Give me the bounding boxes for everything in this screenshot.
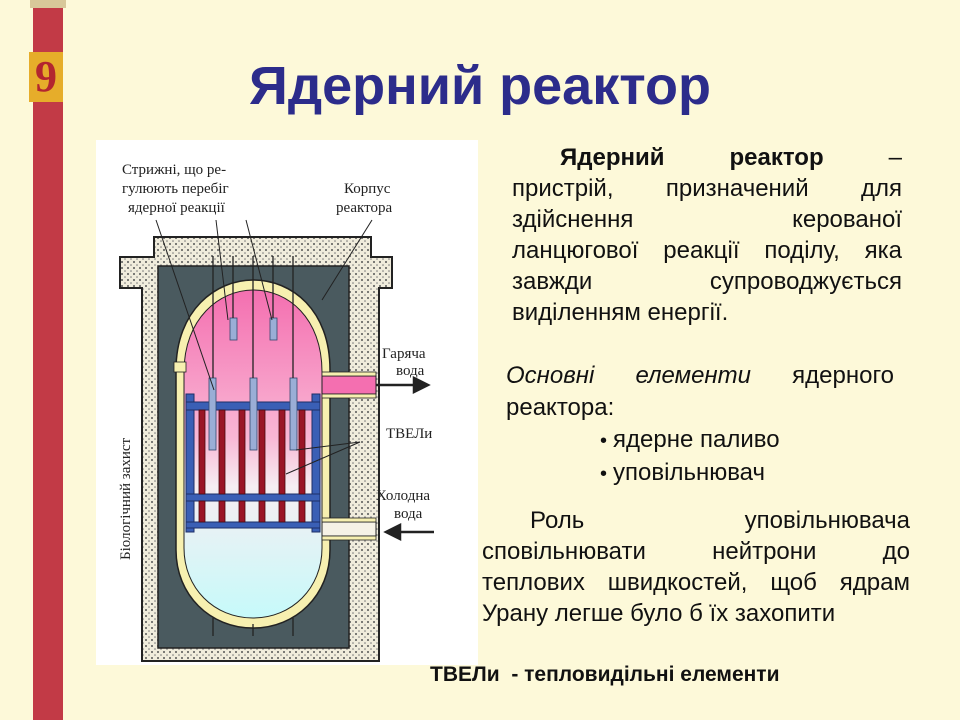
label-control-rods-3: ядерної реакції (128, 200, 226, 216)
role-block: Роль уповільнювача сповільнювати нейтрон… (482, 505, 910, 629)
label-hot-water-2: вода (396, 363, 425, 379)
slide-title: Ядерний реактор (249, 56, 711, 116)
definition-line-4: завжди супроводжується (512, 268, 902, 295)
slide-number-badge: 9 (29, 52, 63, 102)
decorative-stripe (33, 0, 63, 720)
role-line-1: Роль уповільнювача (530, 507, 910, 534)
label-biological-shield: Біологічний захист (118, 437, 134, 560)
definition-first-line: Ядерний реактор – (512, 142, 902, 173)
definition-block: Ядерний реактор – пристрій, призначений … (512, 142, 902, 328)
label-control-rods-2: гулюють перебіг (122, 181, 229, 197)
elements-list: ядерне паливо уповільнювач (600, 424, 894, 490)
label-cold-water-1: Холодна (376, 488, 430, 504)
list-item: ядерне паливо (600, 424, 894, 457)
role-line-2: сповільнювати нейтрони до (482, 538, 910, 565)
fuel-rods-lower (198, 500, 306, 523)
fuel-rods (198, 409, 306, 495)
definition-dash: – (888, 144, 902, 171)
reactor-diagram: Стрижні, що ре- гулюють перебіг ядерної … (96, 140, 478, 665)
role-line-3: теплових швидкостей, щоб ядрам (482, 569, 910, 596)
rod-drive-lines (212, 256, 294, 636)
definition-line-2: здійснення керованої (512, 206, 902, 233)
list-item: уповільнювач (600, 457, 894, 490)
role-line-4: Урану легше було б їх захопити (482, 600, 836, 627)
hot-water-pipe (321, 375, 377, 395)
stripe-notch (30, 0, 66, 8)
leader-lines (155, 219, 373, 475)
vessel-flange (173, 361, 187, 373)
definition-term: Ядерний реактор (560, 144, 824, 171)
cold-water-arrow (383, 522, 434, 542)
hot-water-pipe-shell (321, 371, 377, 377)
definition-line-3: ланцюгової реакції поділу, яка (512, 237, 902, 264)
elements-block: Основні елементи ядерного реактора: ядер… (506, 360, 894, 490)
elements-heading-italic: Основні елементи (506, 362, 751, 389)
footnote: ТВЕЛи - тепловидільні елементи (430, 663, 780, 686)
label-cold-water-2: вода (394, 506, 423, 522)
hot-water-arrow (376, 375, 431, 395)
label-tvel: ТВЕЛи (386, 426, 432, 442)
cold-water-pipe (321, 521, 377, 537)
elements-heading: Основні елементи ядерного (506, 360, 894, 392)
definition-line-1: пристрій, призначений для (512, 175, 902, 202)
elements-heading-rest: ядерного (792, 362, 895, 389)
label-vessel-2: реактора (336, 200, 392, 216)
label-vessel-1: Корпус (344, 181, 391, 197)
label-hot-water-1: Гаряча (382, 346, 426, 362)
definition-line-5: виділенням енергії. (512, 299, 729, 326)
elements-heading-line2: реактора: (506, 394, 615, 421)
label-control-rods-1: Стрижні, що ре- (122, 162, 226, 178)
